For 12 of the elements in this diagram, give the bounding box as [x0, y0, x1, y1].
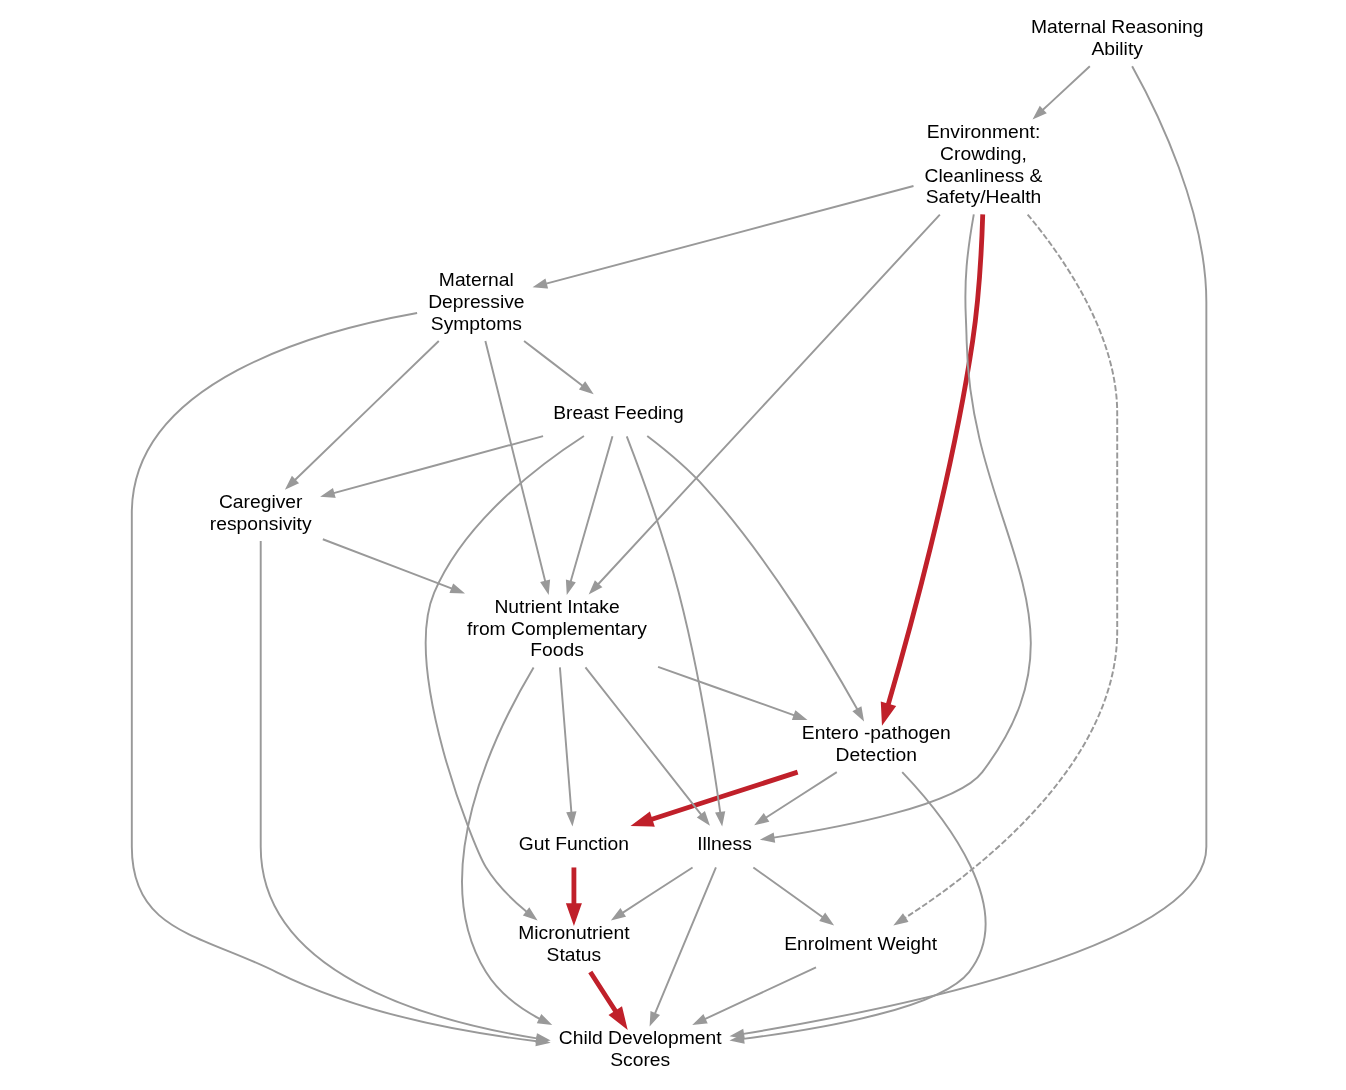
node-text: Enrolment Weight: [784, 933, 938, 955]
node-text: Illness: [697, 833, 752, 855]
node-text: Entero -pathogen Detection: [801, 722, 951, 765]
node-text: Maternal Depressive Symptoms: [428, 269, 525, 334]
node-text: Child Development Scores: [558, 1027, 722, 1070]
node-text: Caregiver responsivity: [209, 491, 312, 534]
node-text: Nutrient Intake from Complementary Foods: [467, 595, 647, 661]
node-text: Maternal Reasoning Ability: [1031, 16, 1204, 60]
node-text: Environment: Crowding, Cleanliness & Safety/Health: [924, 121, 1043, 208]
node-text: Breast Feeding: [553, 401, 684, 423]
node-text: Gut Function: [518, 833, 630, 855]
node-text: Micronutrient Status: [518, 922, 630, 965]
